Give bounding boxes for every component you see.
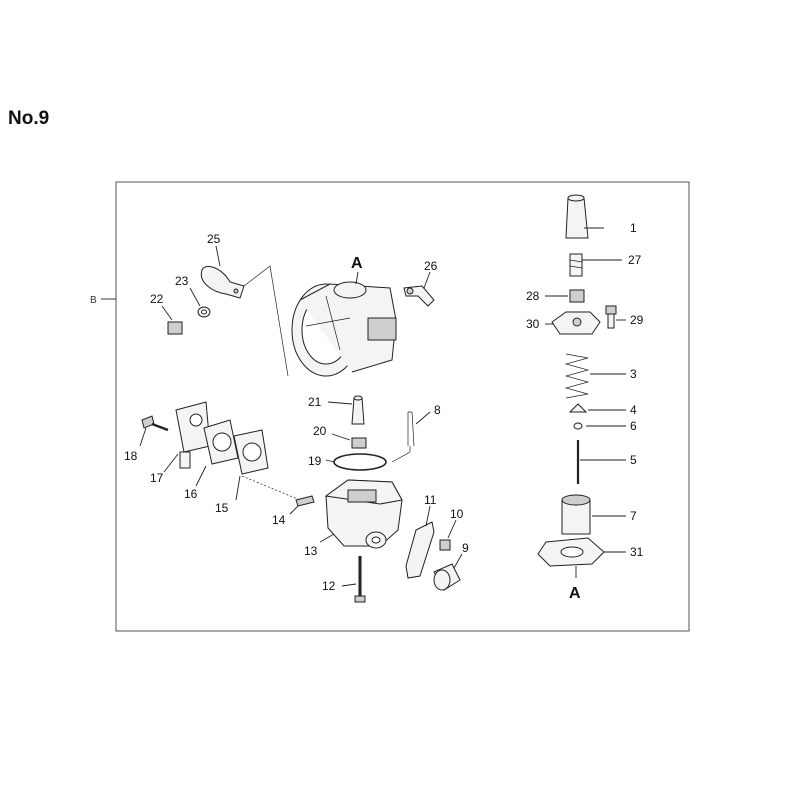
part-29-bolt	[605, 305, 626, 329]
callout-5: 5	[630, 453, 637, 467]
part-31-gasket	[537, 537, 626, 578]
marker-a-top: A	[351, 255, 363, 272]
callout-21: 21	[308, 395, 322, 409]
callout-11: 11	[424, 493, 437, 507]
part-13-carb-body	[319, 479, 403, 549]
part-6-clip-ring	[573, 422, 626, 430]
part-22-nut	[161, 305, 183, 335]
callout-22: 22	[150, 292, 164, 306]
part-23-washer	[189, 287, 211, 318]
callout-14: 14	[272, 513, 286, 527]
part-25-plate	[200, 245, 289, 377]
page-title: No.9	[8, 108, 50, 129]
carburetor-adapter	[291, 271, 397, 377]
part-15-gasket	[233, 429, 301, 501]
callout-25: 25	[207, 232, 221, 246]
part-14-screw	[289, 495, 315, 515]
callout-9: 9	[462, 541, 469, 555]
frame-side-label: B	[90, 295, 97, 306]
callout-23: 23	[175, 274, 189, 288]
part-18-screw	[139, 415, 169, 447]
callout-17: 17	[150, 471, 164, 485]
callout-19: 19	[308, 454, 322, 468]
part-12-screw	[341, 556, 366, 603]
callout-31: 31	[630, 545, 644, 559]
part-21-nozzle	[327, 395, 365, 425]
callout-7: 7	[630, 509, 637, 523]
part-1-cap	[565, 194, 604, 239]
part-17-pump-cover	[163, 401, 211, 473]
callout-20: 20	[313, 424, 327, 438]
callout-15: 15	[215, 501, 229, 515]
diagram-frame	[115, 181, 690, 632]
callout-16: 16	[184, 487, 198, 501]
callout-18: 18	[124, 449, 138, 463]
part-27-screw	[569, 253, 622, 277]
callout-29: 29	[630, 313, 644, 327]
callout-12: 12	[322, 579, 336, 593]
part-26-lever	[403, 271, 435, 307]
callout-3: 3	[630, 367, 637, 381]
part-30-lever	[545, 311, 601, 335]
part-10-screw	[439, 519, 457, 551]
part-3-spring	[564, 353, 626, 399]
marker-a-bottom: A	[569, 585, 581, 602]
part-19-oring	[325, 453, 387, 471]
part-28-nut	[545, 289, 585, 303]
callout-28: 28	[526, 289, 540, 303]
part-8-wire	[391, 411, 431, 463]
callout-30: 30	[526, 317, 540, 331]
callout-26: 26	[424, 259, 438, 273]
part-7-throttle-valve	[561, 494, 626, 535]
callout-10: 10	[450, 507, 464, 521]
callout-4: 4	[630, 403, 637, 417]
part-20-nut	[331, 433, 367, 449]
part-5-needle	[576, 440, 626, 484]
part-16-diaphragm	[195, 419, 239, 487]
part-9-cap	[433, 553, 463, 591]
callout-27: 27	[628, 253, 642, 267]
part-11-gasket	[405, 505, 435, 579]
callout-13: 13	[304, 544, 318, 558]
callout-1: 1	[630, 221, 637, 235]
callout-6: 6	[630, 419, 637, 433]
callout-8: 8	[434, 403, 441, 417]
part-4-clip	[568, 403, 626, 413]
